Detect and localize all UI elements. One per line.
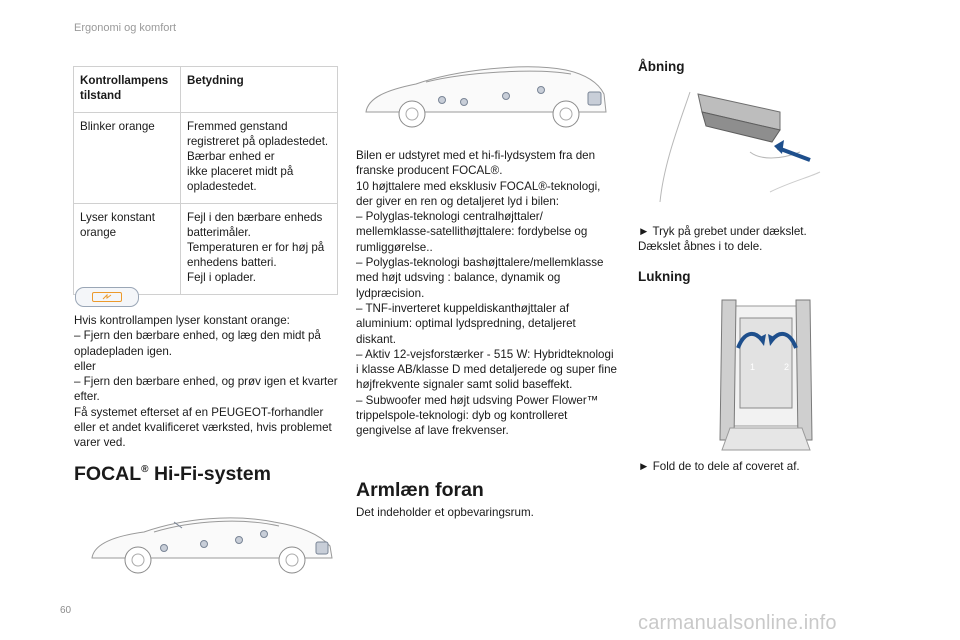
table-cell-meaning: Fejl i den bærbare enheds batterimåler. … (180, 203, 338, 295)
section-header: Ergonomi og komfort (74, 22, 177, 34)
table-header-row: Kontrollampens tilstand Betydning (73, 66, 338, 113)
armrest-heading: Armlæn foran (356, 479, 484, 501)
callout-1: 1 (750, 362, 755, 372)
warning-instructions: Hvis kontrollampen lyser konstant orange… (74, 314, 338, 450)
estate-speaker-illustration (365, 66, 607, 128)
closing-heading: Lukning (638, 269, 691, 284)
table-header-meaning: Betydning (180, 66, 338, 113)
table-row: Lyser konstant orange Fejl i den bærbare… (73, 203, 338, 295)
watermark: carmanualsonline.info (638, 612, 837, 634)
focal-description: Bilen er udstyret med et hi-fi-lydsystem… (356, 149, 618, 438)
table-cell-state: Lyser konstant orange (73, 203, 181, 295)
armrest-text: Det indeholder et opbevaringsrum. (356, 506, 534, 519)
indicator-table: Kontrollampens tilstand Betydning Blinke… (73, 66, 338, 295)
sedan-speaker-illustration (91, 517, 333, 574)
closing-text: ► Fold de to dele af coveret af. (638, 460, 800, 473)
callout-2: 2 (784, 362, 789, 372)
table-cell-state: Blinker orange (73, 112, 181, 204)
armrest-opening-illustration (659, 91, 821, 203)
opening-heading: Åbning (638, 59, 685, 74)
charging-indicator-icon (75, 287, 139, 307)
page-number: 60 (60, 605, 72, 616)
table-header-state: Kontrollampens tilstand (73, 66, 181, 113)
table-cell-meaning: Fremmed genstand registreret på opladest… (180, 112, 338, 204)
focal-heading: FOCAL® Hi-Fi-system (74, 463, 271, 485)
opening-text: ► Tryk på grebet under dækslet. Dækslet … (638, 225, 807, 254)
armrest-closing-illustration: 1 2 (719, 299, 813, 451)
table-row: Blinker orange Fremmed genstand registre… (73, 112, 338, 204)
